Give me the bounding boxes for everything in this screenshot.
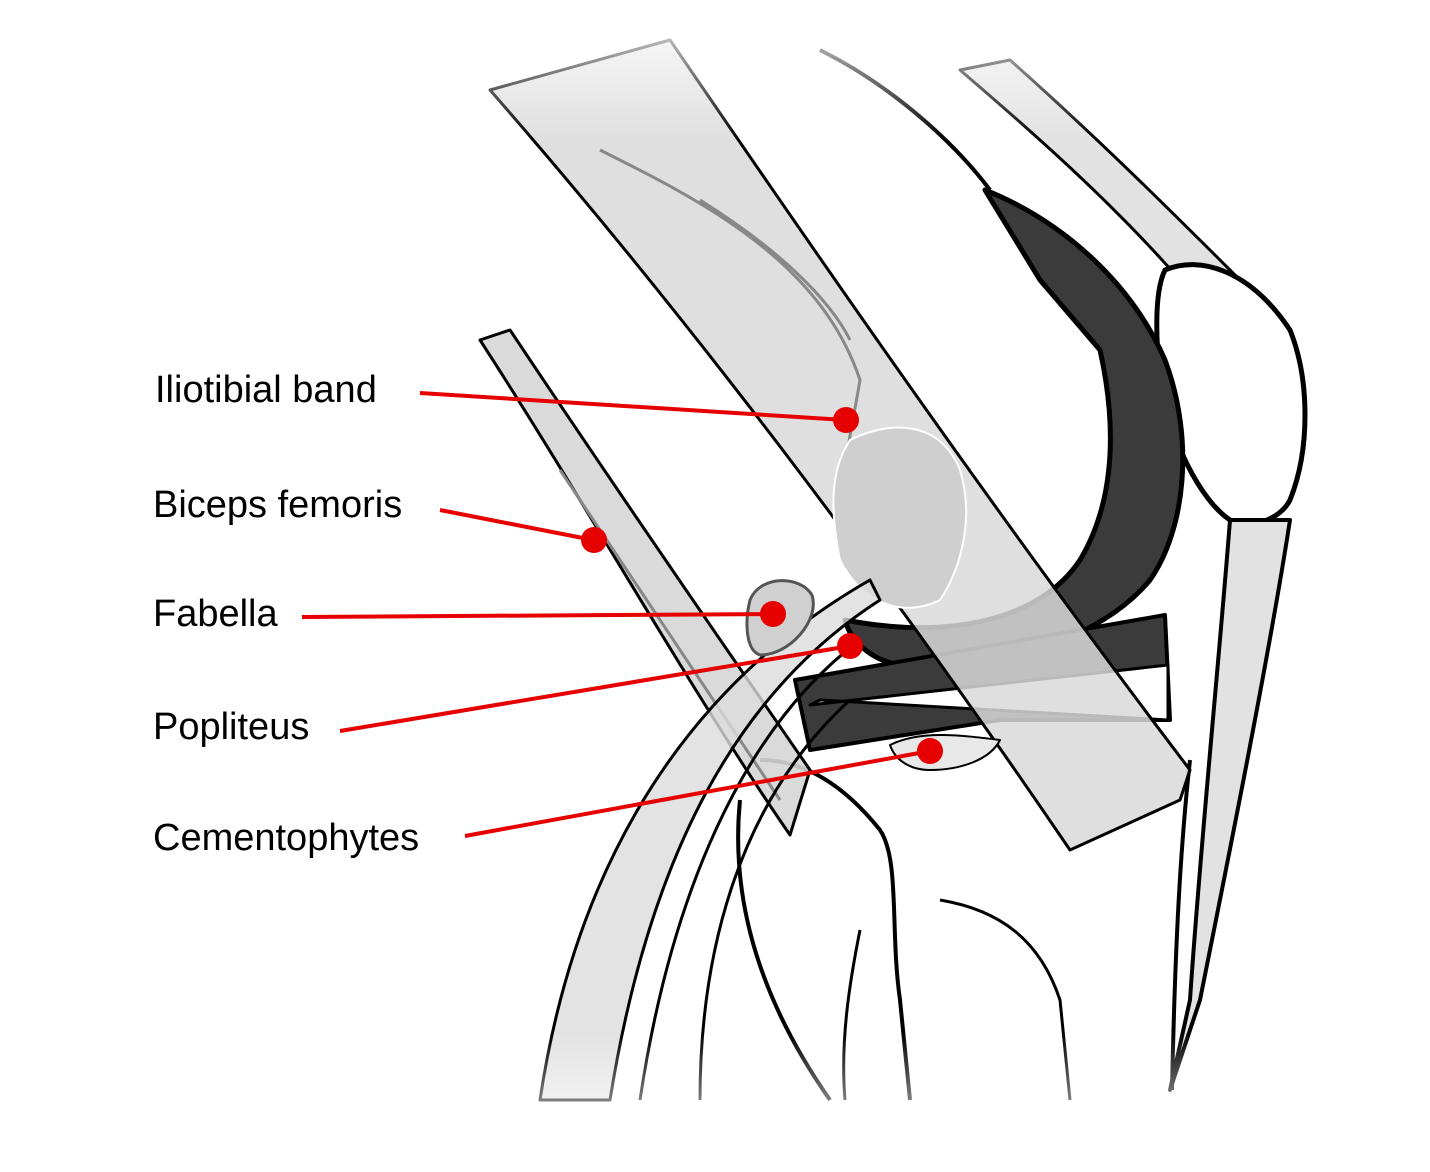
label-popliteus: Popliteus [153,706,310,748]
label-fabella: Fabella [153,593,278,635]
pointer-fabella [301,612,774,619]
label-iliotibial-band: Iliotibial band [155,369,377,411]
pointer-cementophytes [464,749,931,838]
marker-biceps-femoris [581,527,607,553]
marker-cementophytes [917,738,943,764]
pointer-lines [301,391,943,838]
marker-popliteus [837,633,863,659]
marker-iliotibial-band [833,407,859,433]
marker-fabella [760,601,786,627]
pointer-iliotibial-band [419,391,846,422]
label-cementophytes: Cementophytes [153,817,420,859]
label-biceps-femoris: Biceps femoris [153,484,403,526]
pointer-popliteus [339,644,851,733]
pointer-biceps-femoris [439,508,594,542]
